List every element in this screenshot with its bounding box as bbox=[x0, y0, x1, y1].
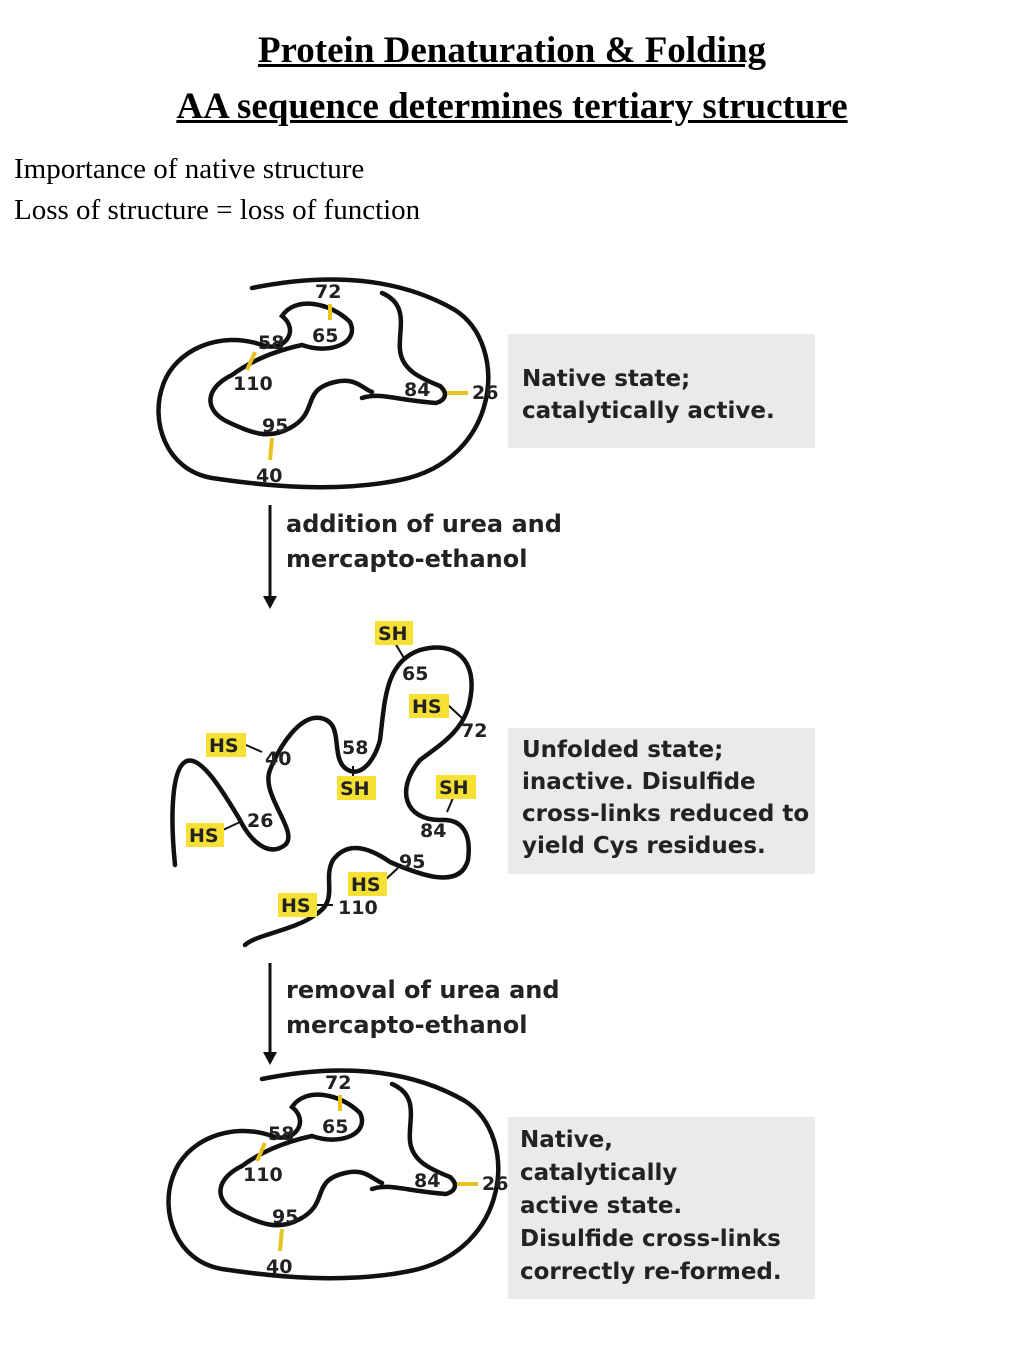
refolded-caption-box bbox=[508, 1117, 815, 1299]
residue-label: 84 bbox=[414, 1170, 440, 1192]
residue-label: 58 bbox=[268, 1123, 294, 1145]
native-chain-right-loop bbox=[359, 290, 448, 406]
residue-label: 72 bbox=[461, 720, 487, 742]
renature-arrow bbox=[263, 963, 277, 1065]
step1-label: addition of urea and bbox=[286, 510, 562, 538]
residue-label: 84 bbox=[404, 379, 430, 401]
unfolded-caption-line: Unfolded state; bbox=[522, 737, 723, 763]
residue-label: 95 bbox=[399, 851, 425, 873]
residue-label: 26 bbox=[247, 810, 273, 832]
refolded-caption-line: catalytically bbox=[520, 1160, 677, 1186]
step2-label: mercapto-ethanol bbox=[286, 1011, 527, 1039]
refolded-caption-line: Native, bbox=[520, 1127, 613, 1153]
thiol-label: HS bbox=[281, 895, 311, 917]
refolded-caption-line: Disulfide cross-links bbox=[520, 1226, 781, 1252]
unfolded-caption-line: cross-links reduced to bbox=[522, 801, 809, 827]
thiol-label: SH bbox=[439, 777, 469, 799]
thiol-label: SH bbox=[378, 623, 408, 645]
step2-label: removal of urea and bbox=[286, 976, 560, 1004]
residue-label: 26 bbox=[482, 1173, 508, 1195]
thiol-label: HS bbox=[209, 735, 239, 757]
native-caption-line: Native state; bbox=[522, 366, 690, 392]
disulfide-40-95 bbox=[278, 1228, 284, 1252]
refolded-chain bbox=[166, 1068, 501, 1281]
native-caption-box bbox=[508, 334, 815, 448]
residue-label: 40 bbox=[265, 748, 291, 770]
disulfide-58-110 bbox=[245, 351, 257, 371]
title-line-1: Protein Denaturation & Folding bbox=[257, 30, 767, 71]
residue-label: 65 bbox=[322, 1116, 348, 1138]
disulfide-40-95 bbox=[268, 437, 274, 461]
step1-label: mercapto-ethanol bbox=[286, 545, 527, 573]
residue-label: 58 bbox=[342, 737, 368, 759]
residue-label: 95 bbox=[262, 415, 288, 437]
unfolded-caption-line: inactive. Disulfide bbox=[522, 769, 756, 795]
residue-label: 110 bbox=[233, 373, 273, 395]
residue-label: 110 bbox=[243, 1164, 283, 1186]
residue-label: 84 bbox=[420, 820, 446, 842]
thiol-tag bbox=[278, 893, 317, 917]
residue-label: 40 bbox=[256, 465, 282, 487]
native-caption-line: catalytically active. bbox=[522, 398, 775, 424]
native-protein: 72 65 58 110 84 26 95 40 bbox=[156, 277, 498, 490]
thiol-tag bbox=[337, 776, 376, 800]
disulfide-58-110 bbox=[255, 1142, 267, 1162]
residue-label: 95 bbox=[272, 1206, 298, 1228]
denature-arrow bbox=[263, 505, 277, 609]
refolded-caption-line: correctly re-formed. bbox=[520, 1259, 782, 1285]
title-line-2: AA sequence determines tertiary structur… bbox=[176, 86, 848, 127]
thiol-tag bbox=[436, 775, 476, 799]
residue-label: 40 bbox=[266, 1256, 292, 1278]
thiol-tag bbox=[348, 872, 387, 896]
refolded-chain-right-loop bbox=[369, 1081, 458, 1197]
thiol-label: HS bbox=[412, 696, 442, 718]
thiol-tag bbox=[375, 621, 413, 645]
unfolded-caption-line: yield Cys residues. bbox=[522, 833, 766, 859]
thiol-tag bbox=[409, 694, 449, 718]
residue-label: 26 bbox=[472, 382, 498, 404]
native-chain bbox=[156, 277, 491, 490]
residue-label: 110 bbox=[338, 897, 378, 919]
thiol-label: HS bbox=[189, 825, 219, 847]
unfolded-protein: 65 72 40 58 26 84 95 110 SH HS HS SH SH … bbox=[170, 621, 487, 948]
thiol-tag bbox=[186, 823, 224, 847]
unfolded-caption-box bbox=[508, 728, 815, 874]
unfolded-chain bbox=[170, 645, 474, 948]
refolded-caption-line: active state. bbox=[520, 1193, 682, 1219]
residue-label: 72 bbox=[315, 281, 341, 303]
residue-label: 72 bbox=[325, 1072, 351, 1094]
thiol-label: HS bbox=[351, 874, 381, 896]
thiol-tag bbox=[206, 733, 246, 757]
residue-label: 65 bbox=[312, 325, 338, 347]
thiol-label: SH bbox=[340, 778, 370, 800]
bullet-native-structure: Importance of native structure bbox=[14, 153, 365, 185]
residue-label: 65 bbox=[402, 663, 428, 685]
refolded-protein: 72 65 58 110 84 26 95 40 bbox=[166, 1068, 508, 1281]
bullet-loss-of-function: Loss of structure = loss of function bbox=[14, 194, 421, 226]
residue-label: 58 bbox=[258, 332, 284, 354]
